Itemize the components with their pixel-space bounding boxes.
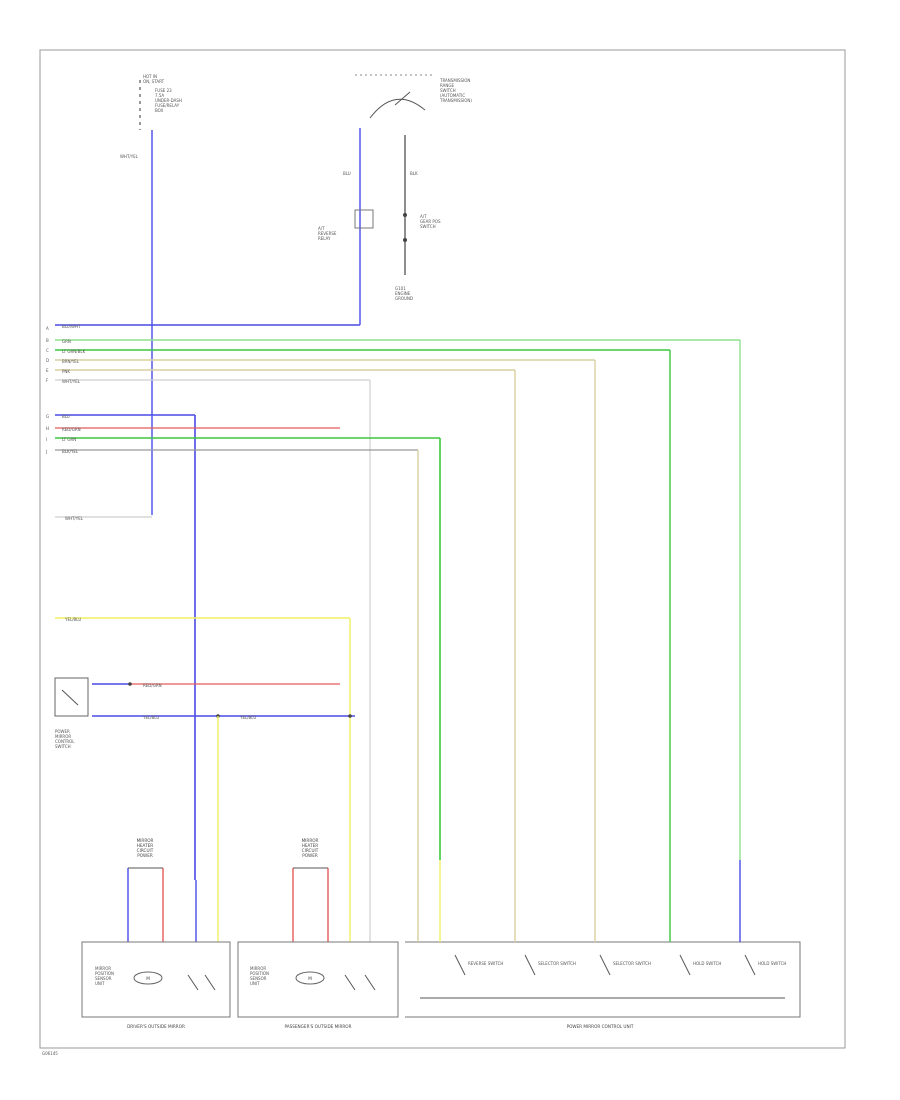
trans-wire-blu: BLU <box>343 171 351 176</box>
power-mirror-switch: POWER MIRROR CONTROL SWITCH RED/GRN YEL/… <box>54 677 355 880</box>
pas-inner-1: MIRROR <box>250 966 266 971</box>
pin-d: D <box>46 358 49 363</box>
row-a-label-1: BLU/WHT <box>62 324 81 329</box>
pin-h: H <box>46 426 49 431</box>
row-a-label-5: PNK <box>62 369 70 374</box>
cu-switch-5: HOLD SWITCH <box>758 961 786 966</box>
relay-label-1: A/T <box>318 226 325 231</box>
drv-box-title: DRIVER'S OUTSIDE MIRROR <box>127 1024 185 1029</box>
trans-label-1: TRANSMISSION <box>439 78 470 83</box>
gearpos-label-2: GEAR POS <box>420 219 441 224</box>
trans-label-2: RANGE <box>440 83 454 88</box>
fuse-label-3: FUSE 23 <box>155 88 172 93</box>
pin-a: A <box>46 326 49 331</box>
cu-switch-3: SELECTOR SWITCH <box>613 961 651 966</box>
drv-title-3: CIRCUIT <box>137 848 154 853</box>
cu-box-title: POWER MIRROR CONTROL UNIT <box>567 1024 634 1029</box>
pas-title-2: HEATER <box>302 843 319 848</box>
drv-inner-2: POSITION <box>95 971 114 976</box>
gearpos-label-1: A/T <box>420 214 427 219</box>
drv-inner-4: UNIT <box>95 981 105 986</box>
row-a-label-4: BRN/YEL <box>62 359 80 364</box>
fuse-label-7: BOX <box>155 108 164 113</box>
trans-wire-blk: BLK <box>410 171 418 176</box>
row-a-label-6: WHT/YEL <box>62 379 81 384</box>
row-a-label-3: LT GRN/BLK <box>62 349 86 354</box>
fuse-label-4: 7.5A <box>155 93 164 98</box>
fuse-label-1: HOT IN <box>143 74 157 79</box>
pas-inner-3: SENSOR <box>250 976 267 981</box>
ground-label-2: ENGINE <box>395 291 411 296</box>
row-a-label-2: GRN <box>62 339 71 344</box>
pin-i: I <box>46 437 47 442</box>
pas-motor: M <box>308 976 312 981</box>
harness-group-a: BLU/WHT GRN LT GRN/BLK BRN/YEL PNK WHT/Y… <box>46 324 741 880</box>
trans-label-5: TRANSMISSION) <box>439 98 472 103</box>
pas-box-title: PASSENGER'S OUTSIDE MIRROR <box>284 1024 351 1029</box>
cu-switch-4: HOLD SWITCH <box>693 961 721 966</box>
row-b-label-4: BLK/YEL <box>62 449 79 454</box>
switch-label-4: SWITCH <box>55 744 71 749</box>
drv-motor: M <box>146 976 150 981</box>
control-unit: REVERSE SWITCH SELECTOR SWITCH SELECTOR … <box>405 860 801 1029</box>
row-d-label: YEL/BLU <box>64 617 81 622</box>
row-b-label-3: LT GRN <box>62 437 76 442</box>
switch-wire-1: RED/GRN <box>143 683 162 688</box>
relay-label-3: RELAY <box>318 236 331 241</box>
drv-inner-3: SENSOR <box>95 976 112 981</box>
pin-g: G <box>46 414 49 419</box>
switch-label-1: POWER <box>55 729 70 734</box>
passengers-mirror: MIRROR HEATER CIRCUIT POWER M MIRROR POS… <box>237 838 399 1029</box>
ground-label-1: G101 <box>395 286 406 291</box>
gearpos-label-3: SWITCH <box>420 224 436 229</box>
pin-b: B <box>46 338 49 343</box>
pas-inner-2: POSITION <box>250 971 269 976</box>
row-b-label-2: RED/GRN <box>62 427 81 432</box>
row-c-label: WHT/YEL <box>65 516 84 521</box>
relay-label-2: REVERSE <box>318 231 337 236</box>
footer-code: G06145 <box>42 1051 58 1056</box>
drivers-mirror: MIRROR HEATER CIRCUIT POWER M MIRROR POS… <box>81 838 231 1029</box>
fuse-label-2: ON, START <box>143 79 165 84</box>
ground-label-3: GROUND <box>395 296 413 301</box>
cu-switch-2: SELECTOR SWITCH <box>538 961 576 966</box>
fuse-label-5: UNDER-DASH <box>155 98 182 103</box>
diagram-frame <box>39 49 846 1049</box>
row-d: YEL/BLU <box>55 617 351 880</box>
drv-title-4: POWER <box>137 853 153 858</box>
switch-label-3: CONTROL <box>55 739 75 744</box>
pin-e: E <box>46 368 49 373</box>
transmission-switch: TRANSMISSION RANGE SWITCH (AUTOMATIC TRA… <box>318 74 472 325</box>
drv-title-2: HEATER <box>137 843 154 848</box>
fuse-wire-label: WHT/YEL <box>120 154 139 159</box>
harness-group-b: BLU RED/GRN LT GRN BLK/YEL G H I J <box>45 414 441 880</box>
pin-f: F <box>46 378 49 383</box>
pin-j: J <box>45 449 47 454</box>
fuse-label-6: FUSE/RELAY <box>155 103 180 108</box>
drv-title-1: MIRROR <box>137 838 154 843</box>
row-b-label-1: BLU <box>62 414 70 419</box>
fuse-block: HOT IN ON, START FUSE 23 7.5A UNDER-DASH… <box>120 74 182 159</box>
switch-wire-2: YEL/BLU <box>142 715 159 720</box>
pas-title-1: MIRROR <box>302 838 319 843</box>
switch-label-2: MIRROR <box>55 734 71 739</box>
pas-inner-4: UNIT <box>250 981 260 986</box>
switch-wire-3: YEL/BLU <box>239 715 256 720</box>
cu-switch-1: REVERSE SWITCH <box>468 961 503 966</box>
pin-c: C <box>46 348 49 353</box>
drv-inner-1: MIRROR <box>95 966 111 971</box>
trans-label-4: (AUTOMATIC <box>440 93 465 98</box>
trans-label-3: SWITCH <box>440 88 456 93</box>
pas-title-4: POWER <box>302 853 318 858</box>
pas-title-3: CIRCUIT <box>302 848 319 853</box>
